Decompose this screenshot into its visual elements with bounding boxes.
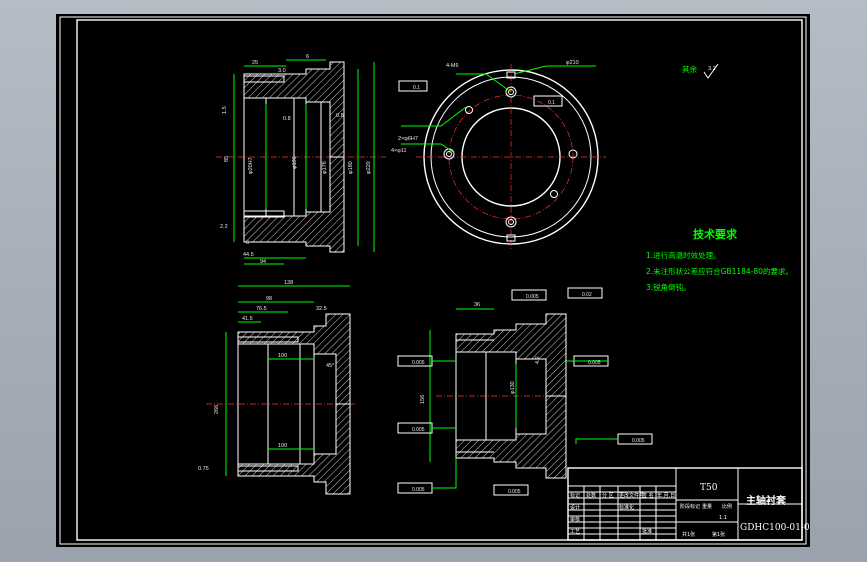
dim-94: 94	[260, 259, 266, 265]
dim-phi-210: φ210	[566, 60, 579, 66]
roughness-0-8-b: 0.8	[336, 113, 344, 119]
dim-100-b: 100	[278, 443, 287, 449]
tol-box-5: 0.005	[412, 360, 425, 366]
dim-1-5: 1.5	[222, 106, 228, 114]
dim-phi-196: φ196	[292, 156, 298, 169]
tol-box-1: 0.1	[413, 85, 420, 91]
tb-model: T50	[700, 483, 718, 493]
tb-part-name: 主轴衬套	[746, 494, 787, 507]
dim-phi-176: φ176	[322, 161, 328, 174]
tech-req-item-1: 1.进行高温时效处理。	[646, 250, 721, 260]
tb-cell-12: 工艺	[570, 529, 580, 535]
dim-2-phi-6: 2×φ6H7	[398, 136, 418, 142]
engineering-drawing: 25 3.0 6 1.5 85 φ20H7 φ196 φ176 φ220 φ18…	[59, 16, 810, 545]
dim-6: 6	[306, 54, 309, 60]
dim-6-b: 6	[246, 240, 249, 246]
tb-cell-2: 分 区	[602, 492, 614, 499]
roughness-0-8-a: 0.8	[283, 116, 291, 122]
tol-box-10: 0.005	[508, 489, 521, 495]
dim-85: 85	[224, 156, 230, 162]
tol-box-3: 0.005	[526, 294, 539, 300]
inner-border	[76, 19, 803, 541]
round-view: 4-M6 φ210 2×φ6H7 4×φ11 0.1 0.1	[391, 60, 606, 250]
tol-box-4: 0.02	[582, 292, 592, 298]
dim-4-phi-11: 4×φ11	[391, 148, 407, 154]
dim-76-5: 76.5	[256, 306, 267, 312]
dim-45-deg: 45°	[326, 363, 334, 369]
tb-cell-1: 处数	[586, 492, 596, 499]
tech-req-item-3: 3.锐角倒钝。	[646, 282, 691, 292]
dim-phi-130: φ130	[510, 381, 516, 394]
tech-requirements: 其余 3.2 技术要求 1.进行高温时效处理。 2.未注形状公差应符合GB118…	[646, 63, 793, 292]
tol-box-2: 0.1	[548, 100, 555, 106]
tb-cell-3: 更改文件号	[619, 492, 644, 499]
bottom-mid-section-view: 36 4.2 156 φ130 0.005 0.02 0.005 0.005 0…	[397, 287, 653, 496]
roughness-note: 其余	[682, 64, 697, 74]
tb-cell-13: 批准	[642, 528, 652, 535]
dim-266: 266	[214, 405, 220, 414]
dim-0-75: 0.75	[198, 466, 209, 472]
tb-cell-10: 比例	[722, 503, 732, 510]
dim-phi-220: φ220	[366, 161, 372, 174]
tb-cell-9: 重量	[702, 503, 712, 510]
dim-44-5: 44.5	[243, 252, 254, 258]
dim-25: 25	[252, 60, 258, 66]
tb-sheet-label: 共1张	[682, 531, 695, 538]
tol-box-9: 0.005	[412, 487, 425, 493]
dim-100-a: 100	[278, 353, 287, 359]
dim-36: 36	[474, 302, 480, 308]
dim-32-5: 32.5	[316, 306, 327, 312]
dim-138: 138	[284, 280, 293, 286]
tol-box-7: 0.005	[412, 427, 425, 433]
tb-cell-8: 阶段标记	[680, 503, 700, 510]
dim-4-m6: 4-M6	[446, 63, 459, 69]
dim-3: 3.0	[278, 68, 286, 74]
title-block: T50 主轴衬套 GDHC100-01-07 1:1 共1张 第1张 标记 处数…	[567, 467, 810, 541]
tb-cell-4: 签 名	[642, 492, 654, 499]
outer-border	[59, 16, 807, 545]
tol-box-8: 0.005	[632, 438, 645, 444]
dim-156: 156	[420, 395, 426, 404]
tb-cell-5: 年.月.日	[657, 492, 675, 499]
tb-scale: 1:1	[719, 515, 727, 521]
dim-4-2: 4.2	[535, 356, 541, 364]
top-left-section-view: 25 3.0 6 1.5 85 φ20H7 φ196 φ176 φ220 φ18…	[216, 54, 386, 265]
dim-phi-20h7: φ20H7	[248, 157, 254, 174]
dim-98: 98	[266, 296, 272, 302]
tb-cell-11: 审核	[570, 516, 580, 523]
dim-2-2: 2.2	[220, 224, 228, 230]
dim-41-5: 41.5	[242, 316, 253, 322]
tech-req-heading: 技术要求	[693, 227, 738, 241]
tb-sheet-of: 第1张	[712, 531, 725, 538]
tb-cell-6: 设计	[570, 504, 580, 511]
tb-cell-7: 标准化	[619, 504, 634, 511]
roughness-value: 3.2	[708, 66, 716, 72]
bottom-left-section-view: 138 98 76.5 32.5 41.5 45° 266 100 100 0.…	[198, 280, 356, 495]
dim-phi-180: φ180	[348, 161, 354, 174]
tb-cell-0: 标记	[570, 492, 580, 499]
tol-box-6: 0.005	[588, 360, 601, 366]
drawing-sheet: 25 3.0 6 1.5 85 φ20H7 φ196 φ176 φ220 φ18…	[56, 14, 810, 547]
tb-drawing-no: GDHC100-01-07	[740, 523, 810, 533]
tech-req-item-2: 2.未注形状公差应符合GB1184-80的要求。	[646, 266, 793, 276]
